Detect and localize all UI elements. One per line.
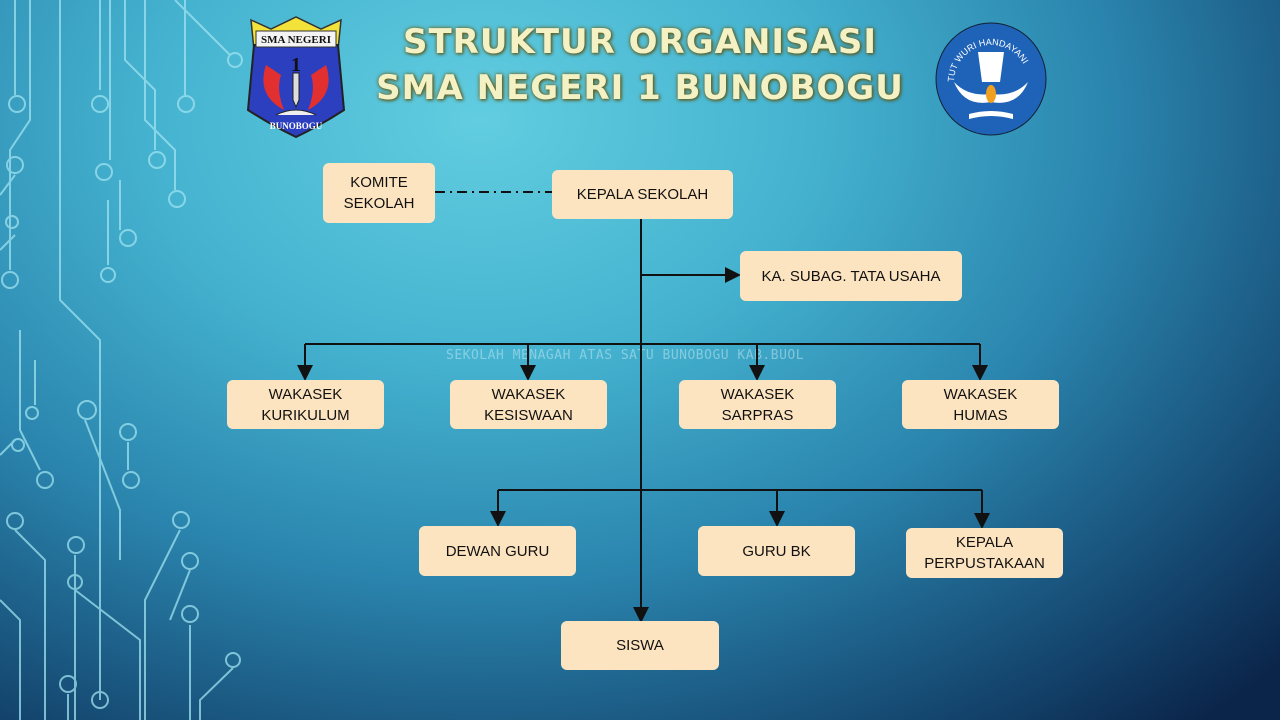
node-kepala-perpustakaan: KEPALA PERPUSTAKAAN — [906, 528, 1063, 578]
watermark-text: SEKOLAH MENAGAH ATAS SATU BUNOBOGU KAB.B… — [446, 348, 805, 363]
node-tata-usaha: KA. SUBAG. TATA USAHA — [740, 251, 962, 301]
node-komite-sekolah: KOMITE SEKOLAH — [323, 163, 435, 223]
node-wakasek-kurikulum: WAKASEK KURIKULUM — [227, 380, 384, 429]
svg-text:BUNOBOGU: BUNOBOGU — [270, 121, 323, 131]
svg-text:1: 1 — [291, 54, 301, 76]
node-kepala-sekolah: KEPALA SEKOLAH — [552, 170, 733, 219]
node-wakasek-humas: WAKASEK HUMAS — [902, 380, 1059, 429]
title-line-1: STRUKTUR ORGANISASI — [403, 22, 877, 62]
circuit-decoration — [0, 0, 243, 720]
node-wakasek-kesiswaan: WAKASEK KESISWAAN — [450, 380, 607, 429]
svg-text:SMA NEGERI: SMA NEGERI — [261, 34, 331, 46]
node-siswa: SISWA — [561, 621, 719, 670]
node-guru-bk: GURU BK — [698, 526, 855, 576]
title-line-2: SMA NEGERI 1 BUNOBOGU — [376, 68, 904, 108]
node-dewan-guru: DEWAN GURU — [419, 526, 576, 576]
tut-wuri-handayani-logo: TUT WURI HANDAYANI — [935, 22, 1047, 136]
node-wakasek-sarpras: WAKASEK SARPRAS — [679, 380, 836, 429]
school-logo: SMA NEGERI 1 BUNOBOGU — [246, 16, 346, 139]
